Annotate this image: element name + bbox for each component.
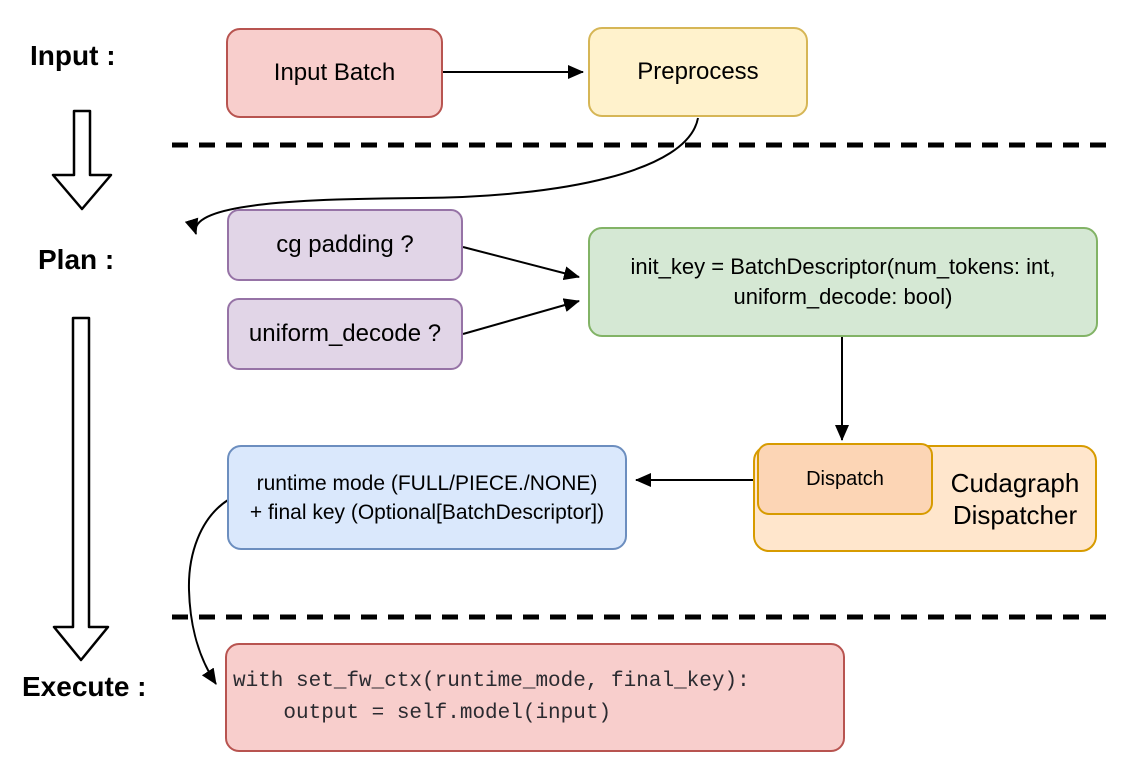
execute-code-line1: with set_fw_ctx(runtime_mode, final_key)… xyxy=(233,669,750,693)
node-init-key-line2: uniform_decode: bool) xyxy=(733,284,953,309)
node-runtime-mode-line1: runtime mode (FULL/PIECE./NONE) xyxy=(256,471,598,495)
cudagraph-label-line1: Cudagraph xyxy=(950,467,1080,498)
execute-code-line2: output = self.model(input) xyxy=(233,701,612,725)
node-runtime-mode-line2: + final key (Optional[BatchDescriptor]) xyxy=(249,500,605,524)
node-uniform-decode-label: uniform_decode ? xyxy=(248,320,442,347)
node-init-key: init_key = BatchDescriptor(num_tokens: i… xyxy=(588,227,1098,337)
node-preprocess: Preprocess xyxy=(588,27,808,117)
node-runtime-mode: runtime mode (FULL/PIECE./NONE) + final … xyxy=(227,445,627,550)
arrow-cg-padding-to-init-key xyxy=(462,246,580,281)
stage-label-execute: Execute : xyxy=(22,671,147,702)
node-cg-padding-label: cg padding ? xyxy=(276,231,414,258)
node-preprocess-label: Preprocess xyxy=(637,58,759,85)
node-cg-padding: cg padding ? xyxy=(227,209,463,281)
stage-label-input: Input : xyxy=(30,40,116,71)
block-arrow-input-to-plan xyxy=(51,109,113,211)
node-dispatch-label: Dispatch xyxy=(806,467,884,490)
node-input-batch-label: Input Batch xyxy=(273,59,396,86)
node-dispatch: Dispatch xyxy=(757,443,933,515)
node-init-key-line1: init_key = BatchDescriptor(num_tokens: i… xyxy=(630,254,1056,279)
node-cudagraph-dispatcher-label: Cudagraph Dispatcher xyxy=(933,445,1097,552)
node-uniform-decode: uniform_decode ? xyxy=(227,298,463,370)
arrow-runtime-mode-to-execute-code xyxy=(187,499,229,685)
stage-label-plan: Plan : xyxy=(38,244,115,275)
node-execute-code: with set_fw_ctx(runtime_mode, final_key)… xyxy=(225,643,845,752)
arrow-uniform-decode-to-init-key xyxy=(462,298,580,335)
block-arrow-plan-to-execute xyxy=(52,316,110,662)
node-input-batch: Input Batch xyxy=(226,28,443,118)
cudagraph-label-line2: Dispatcher xyxy=(952,499,1078,530)
